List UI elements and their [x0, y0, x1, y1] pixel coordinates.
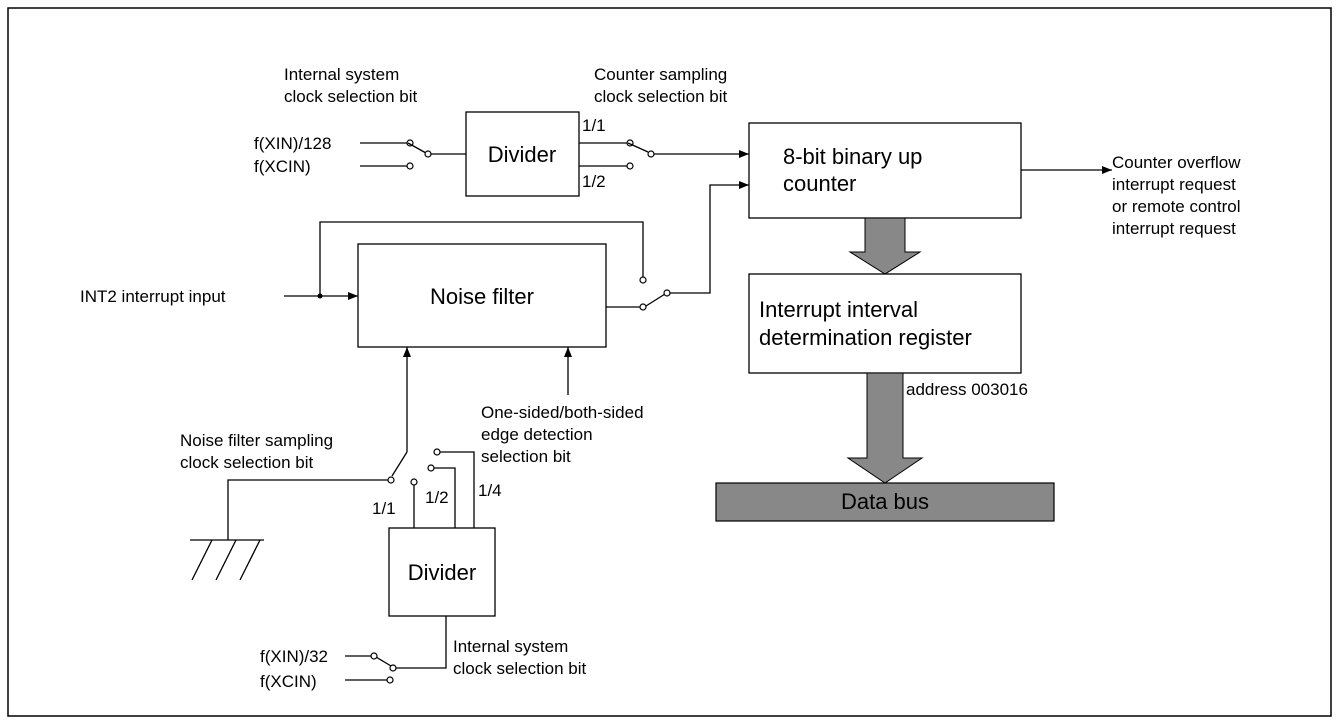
data-bus-label: Data bus: [841, 489, 929, 514]
fxcin-bottom-label: f(XCIN): [260, 672, 317, 691]
diagram-frame: [7, 7, 1332, 717]
switch-contact: [410, 478, 418, 486]
ratio-1-2-top: 1/2: [582, 172, 606, 191]
internal-clock-label-bottom-1: Internal system: [453, 637, 568, 656]
switch-contact: [433, 448, 441, 456]
nf-sampling-label-2: clock selection bit: [180, 453, 314, 472]
switch-arm: [645, 293, 666, 307]
noise-bypass-wire: [319, 221, 644, 296]
edge-label-1: One-sided/both-sided: [481, 403, 644, 422]
counter-sampling-label-2: clock selection bit: [594, 87, 728, 106]
counter-label-2: counter: [783, 171, 856, 196]
divider-top-label: Divider: [488, 142, 556, 167]
address-label: address 003016: [906, 380, 1028, 399]
switch-arm: [375, 656, 392, 667]
switch-pivot: [424, 150, 432, 158]
switch-contact: [639, 303, 647, 311]
divider-top-box: [465, 111, 580, 197]
switch-pivot: [647, 150, 655, 158]
ground-wire: [227, 479, 388, 540]
ground-hatch: [239, 539, 261, 581]
nf-sampling-label-1: Noise filter sampling: [180, 431, 333, 450]
internal-clock-label-top-2: clock selection bit: [284, 87, 418, 106]
tap-1-4: [440, 451, 475, 528]
ratio-1-2-bottom: 1/2: [425, 488, 449, 507]
switch-contact: [626, 162, 634, 170]
edge-label-3: selection bit: [481, 447, 571, 466]
counter-clock-arrow: [670, 181, 749, 294]
counter-label-1: 8-bit binary up: [783, 144, 922, 169]
switch-contact: [370, 652, 378, 660]
ground-hatch: [191, 539, 213, 581]
ratio-1-4-bottom: 1/4: [478, 481, 502, 500]
internal-clock-label-top-1: Internal system: [284, 65, 399, 84]
counter-to-register-bus: [848, 217, 922, 275]
overflow-label-2: interrupt request: [1112, 175, 1236, 194]
switch-arm: [407, 142, 427, 154]
int2-input-label: INT2 interrupt input: [80, 287, 226, 306]
ratio-1-1-bottom: 1/1: [372, 499, 396, 518]
data-bus-bar: [715, 482, 1055, 522]
interval-label-2: determination register: [759, 325, 972, 350]
overflow-label-3: or remote control: [1112, 197, 1241, 216]
binary-counter-box: [748, 122, 1022, 219]
tap-1-2: [434, 467, 456, 528]
fxcin-top-label: f(XCIN): [254, 157, 311, 176]
switch-contact: [427, 464, 435, 472]
counter-sampling-label-1: Counter sampling: [594, 65, 727, 84]
overflow-label-1: Counter overflow: [1112, 153, 1241, 172]
switch-arm: [627, 142, 649, 153]
interval-register-box: [748, 273, 1022, 374]
interval-label-1: Interrupt interval: [759, 297, 918, 322]
ratio-1-1-top: 1/1: [582, 116, 606, 135]
switch-contact: [387, 476, 395, 484]
internal-clock-label-bottom-2: clock selection bit: [453, 659, 587, 678]
wire: [396, 616, 447, 669]
noise-filter-box: [357, 243, 607, 348]
noise-filter-label: Noise filter: [430, 284, 534, 309]
register-to-databus-arrow: [846, 372, 924, 484]
switch-arm: [391, 451, 408, 477]
overflow-label-4: interrupt request: [1112, 219, 1236, 238]
switch-pivot: [663, 289, 671, 297]
fxin-128-label: f(XIN)/128: [254, 134, 331, 153]
ground-hatch: [215, 539, 237, 581]
switch-contact: [639, 276, 647, 284]
edge-label-2: edge detection: [481, 425, 593, 444]
divider-bottom-box: [388, 527, 496, 617]
switch-contact: [386, 676, 394, 684]
switch-contact: [406, 162, 414, 170]
switch-pivot: [389, 664, 397, 672]
fxin-32-label: f(XIN)/32: [260, 647, 328, 666]
divider-bottom-label: Divider: [408, 560, 476, 585]
